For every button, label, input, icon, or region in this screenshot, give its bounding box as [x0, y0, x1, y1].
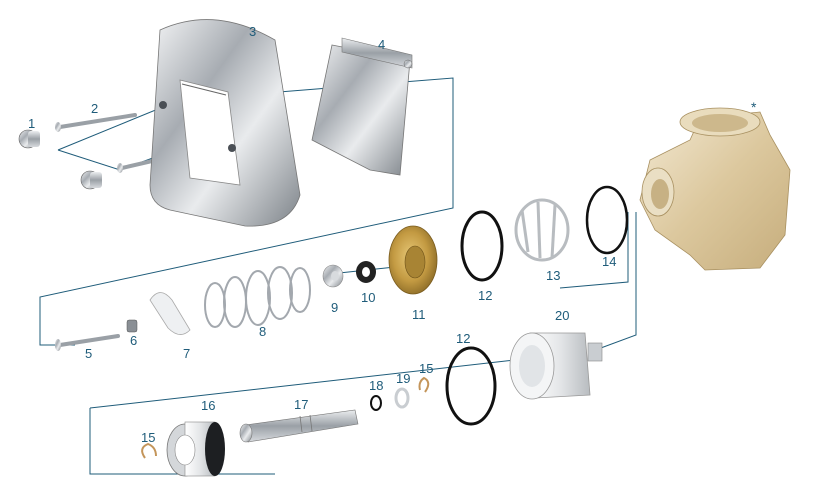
label-part-14: 14	[602, 254, 616, 269]
part-12-oring-bottom	[445, 346, 497, 426]
part-14-oring	[585, 185, 629, 255]
part-6-nut	[126, 319, 138, 333]
label-part-9: 9	[331, 300, 338, 315]
part-15-clip-right	[418, 376, 430, 393]
part-18-oring	[370, 395, 382, 411]
part-12-oring-top	[460, 210, 504, 282]
label-part-7: 7	[183, 346, 190, 361]
label-part-1: 1	[28, 116, 35, 131]
valve-body	[639, 107, 791, 271]
label-part-2: 2	[91, 101, 98, 116]
part-labels: 1 2 3 4 5 6 7 8 9 10 11 12 13 14 12 20 1…	[28, 24, 757, 445]
label-valve-body: *	[751, 99, 757, 115]
label-part-4: 4	[378, 37, 385, 52]
part-20-housing	[509, 332, 603, 400]
label-part-11: 11	[412, 307, 426, 322]
label-part-19: 19	[396, 371, 410, 386]
part-3-cover-plate	[149, 19, 301, 227]
part-5-screw	[55, 334, 120, 351]
label-part-17: 17	[294, 397, 308, 412]
label-part-16: 16	[201, 398, 215, 413]
part-17-stem	[239, 409, 359, 443]
part-8-spring	[204, 266, 311, 328]
part-16-guide	[166, 421, 225, 477]
part-4-button	[311, 37, 413, 176]
part-13-cage	[514, 198, 570, 262]
part-15-clip-left	[141, 442, 157, 459]
part-19-washer	[394, 387, 410, 409]
label-part-12-bottom: 12	[456, 331, 470, 346]
label-part-12-top: 12	[478, 288, 492, 303]
label-part-18: 18	[369, 378, 383, 393]
label-part-8: 8	[259, 324, 266, 339]
part-10-seal	[356, 261, 376, 283]
part-1-caps	[18, 129, 102, 190]
part-9-washer	[322, 264, 344, 288]
part-11-brass-nut	[388, 225, 438, 295]
label-part-15-left: 15	[141, 430, 155, 445]
label-part-15-right: 15	[419, 361, 433, 376]
label-part-13: 13	[546, 268, 560, 283]
label-part-3: 3	[249, 24, 256, 39]
label-part-6: 6	[130, 333, 137, 348]
label-part-20: 20	[555, 308, 569, 323]
part-7-disc	[149, 292, 191, 335]
label-part-10: 10	[361, 290, 375, 305]
label-part-5: 5	[85, 346, 92, 361]
